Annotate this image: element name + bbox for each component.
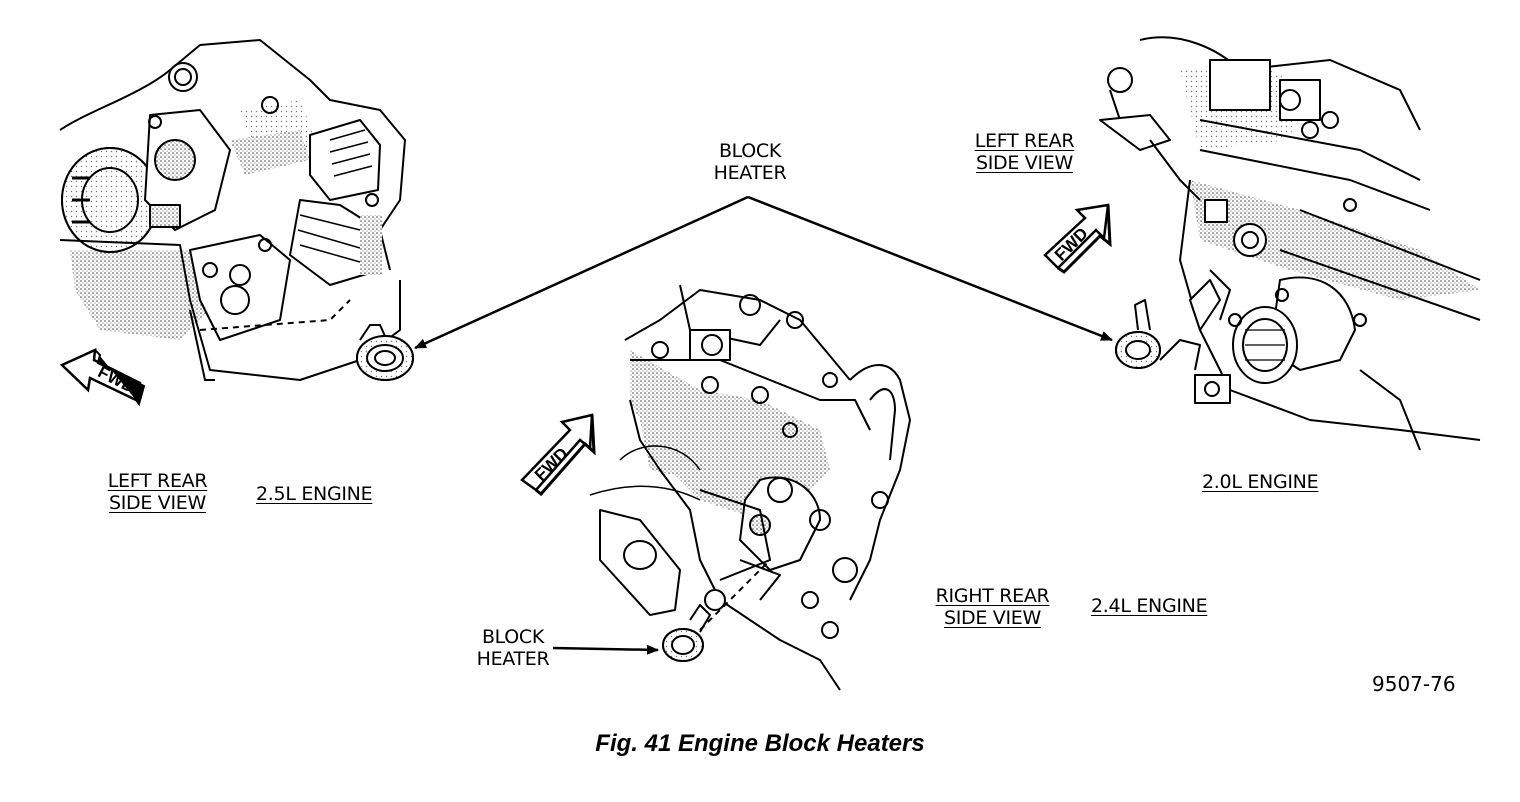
engine-20l-illustration <box>1099 36 1481 451</box>
view-label-20l: LEFT REAR SIDE VIEW <box>974 130 1075 174</box>
leader-to-20l-heater <box>747 195 1113 342</box>
fwd-arrow-24l: FWD <box>520 413 596 497</box>
block-heater-label-bottom: BLOCK HEATER <box>476 626 550 670</box>
fwd-arrow-20l: FWD <box>1043 203 1112 274</box>
view-label-24l: RIGHT REAR SIDE VIEW <box>935 585 1050 629</box>
engine-label-20l: 2.0L ENGINE <box>1202 471 1319 493</box>
block-heater-label-top: BLOCK HEATER <box>713 140 787 184</box>
block-heater-24l <box>662 604 711 662</box>
engine-25l-illustration <box>59 39 414 381</box>
engine-label-24l: 2.4L ENGINE <box>1091 595 1208 617</box>
figure-caption: Fig. 41 Engine Block Heaters <box>595 730 925 757</box>
block-heater-20l <box>1115 299 1161 369</box>
leader-to-25l-heater <box>414 195 749 350</box>
fwd-arrow-25l: FWD <box>59 347 146 407</box>
leader-lines <box>414 195 1113 655</box>
figure-number: 9507-76 <box>1372 672 1456 696</box>
leader-to-24l-heater <box>552 644 659 655</box>
engine-label-25l: 2.5L ENGINE <box>256 483 373 505</box>
engine-24l-illustration <box>589 284 911 691</box>
block-heater-25l <box>356 324 414 381</box>
view-label-25l: LEFT REAR SIDE VIEW <box>107 470 208 514</box>
